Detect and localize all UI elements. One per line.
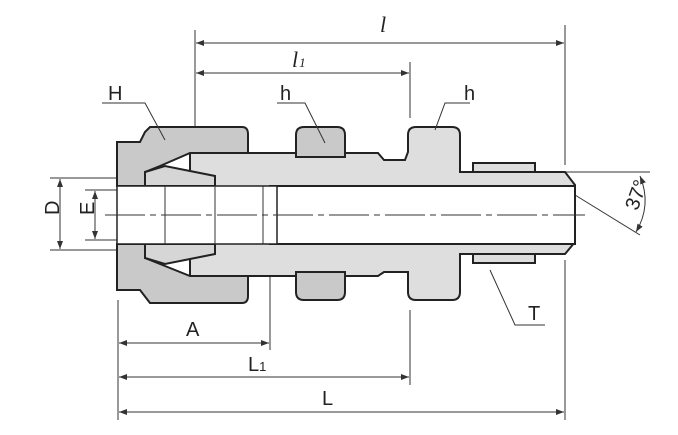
label-l1: l1 [292,47,306,72]
dimension-lines [57,40,650,415]
label-l: l [380,12,386,37]
bulkhead-nut-top [295,126,346,158]
label-h-bulkhead-nut: h [280,83,291,105]
leader-lines [102,102,545,326]
bulkhead-nut-bottom [295,271,346,301]
label-T: T [528,303,540,325]
label-L1: L1 [248,354,266,376]
ferrule-top [144,164,216,187]
label-H: H [108,83,122,105]
label-h-body: h [464,83,475,105]
dim-angle-arc [635,175,646,233]
thread-top [472,162,536,173]
thread-bottom [472,253,536,264]
nut-H-bottom [116,243,249,304]
label-angle: 37° [621,177,652,213]
label-E: E [77,202,99,215]
label-D: D [42,201,64,215]
label-A: A [186,319,200,341]
label-L: L [322,388,333,410]
